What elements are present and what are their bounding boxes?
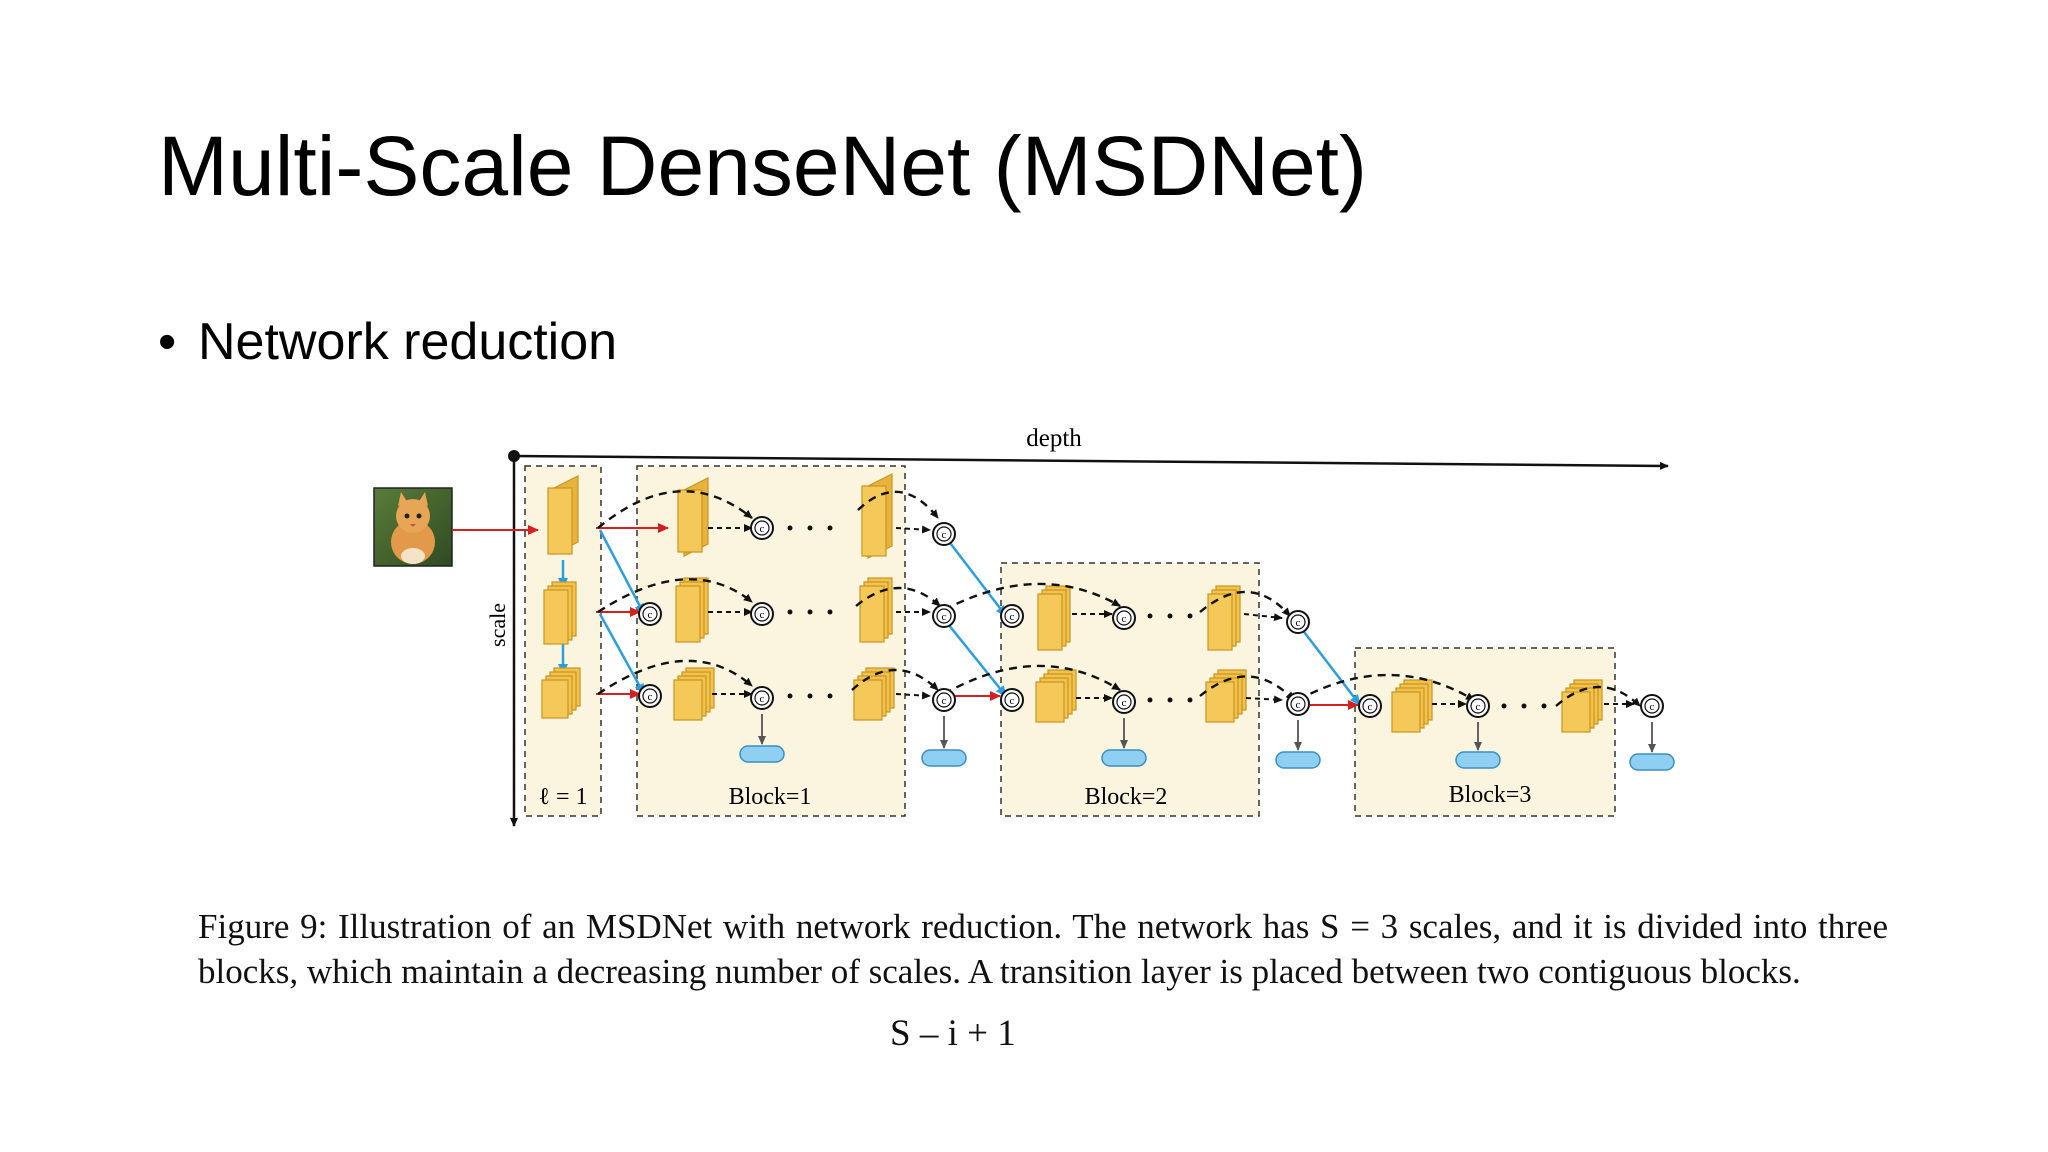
concat-symbol: c — [1010, 611, 1015, 623]
concat-node: c — [638, 684, 662, 708]
concat-symbol: c — [1368, 701, 1373, 713]
concat-node: c — [1286, 692, 1310, 716]
concat-node: c — [1466, 694, 1490, 718]
concat-symbol: c — [1010, 695, 1015, 707]
classifier — [1629, 753, 1675, 771]
concat-node: c — [638, 602, 662, 626]
concat-node: c — [1000, 604, 1024, 628]
concat-symbol: c — [760, 693, 765, 705]
feature-map — [1035, 669, 1077, 723]
feature-map — [1391, 679, 1433, 733]
feature-map — [1037, 585, 1071, 651]
concat-symbol: c — [942, 695, 947, 707]
bullet-item: • Network reduction — [158, 312, 617, 372]
concat-symbol: c — [1476, 701, 1481, 713]
block-label-2: Block=2 — [1085, 784, 1168, 810]
classifier-arrows — [758, 714, 1656, 753]
scale-axis-label: scale — [485, 603, 510, 647]
bullet-dot: • — [158, 313, 177, 371]
classifier — [921, 749, 967, 767]
classifiers — [739, 745, 1675, 771]
concat-node: c — [1286, 610, 1310, 634]
figure-caption: Figure 9: Illustration of an MSDNet with… — [198, 907, 1888, 991]
concat-node: c — [1358, 694, 1382, 718]
concat-node: c — [1000, 688, 1024, 712]
block-label-1: Block=1 — [729, 784, 812, 810]
concat-node: c — [750, 686, 774, 710]
concat-node: c — [932, 604, 956, 628]
red-arrows — [452, 523, 1359, 710]
feature-map — [853, 667, 895, 721]
feature-map — [547, 475, 579, 555]
concat-node: c — [1112, 690, 1136, 714]
concat-node: c — [932, 688, 956, 712]
concat-node: c — [750, 516, 774, 540]
short-arrows — [708, 524, 1635, 708]
feature-map — [543, 581, 577, 645]
concat-symbol: c — [1122, 697, 1127, 709]
classifier — [1275, 751, 1321, 769]
feature-map — [675, 577, 709, 643]
feature-maps — [541, 473, 1603, 733]
concat-node: c — [750, 602, 774, 626]
concat-node: c — [1640, 694, 1664, 718]
concat-symbol: c — [648, 691, 653, 703]
classifier — [1101, 749, 1147, 767]
feature-map — [541, 667, 581, 719]
block-label-3: Block=3 — [1449, 782, 1532, 808]
feature-map — [861, 473, 893, 559]
concat-symbol: c — [942, 529, 947, 541]
concat-node: c — [1112, 606, 1136, 630]
bullet-text: Network reduction — [198, 313, 618, 371]
classifier — [739, 745, 785, 763]
dense-connections — [597, 490, 1641, 707]
feature-map — [1207, 585, 1241, 651]
concat-symbol: c — [1122, 613, 1127, 625]
feature-map — [859, 577, 893, 643]
concat-symbol: c — [760, 523, 765, 535]
feature-map — [673, 667, 715, 721]
block-label-l1: ℓ = 1 — [538, 784, 587, 810]
feature-map — [677, 477, 709, 557]
input-cat-image — [373, 487, 453, 567]
classifier — [1455, 751, 1501, 769]
concat-symbol: c — [942, 611, 947, 623]
concat-symbol: c — [760, 609, 765, 621]
concat-node: c — [932, 522, 956, 546]
depth-axis-label: depth — [1026, 425, 1082, 452]
concat-symbol: c — [1296, 699, 1301, 711]
concat-symbol: c — [1296, 617, 1301, 629]
slide-title: Multi-Scale DenseNet (MSDNet) — [158, 119, 1367, 213]
concat-symbol: c — [1650, 701, 1655, 713]
concat-symbol: c — [648, 609, 653, 621]
axes: depth scale — [485, 425, 1669, 827]
block-labels: ℓ = 1 Block=1 Block=2 Block=3 — [538, 782, 1531, 810]
formula-text: S – i + 1 — [890, 1013, 1016, 1054]
ellipsis-dots — [787, 525, 1547, 709]
blue-arrows — [558, 529, 1361, 706]
concat-nodes: c c c c c c c c c c c c c c c c c — [638, 516, 1664, 718]
